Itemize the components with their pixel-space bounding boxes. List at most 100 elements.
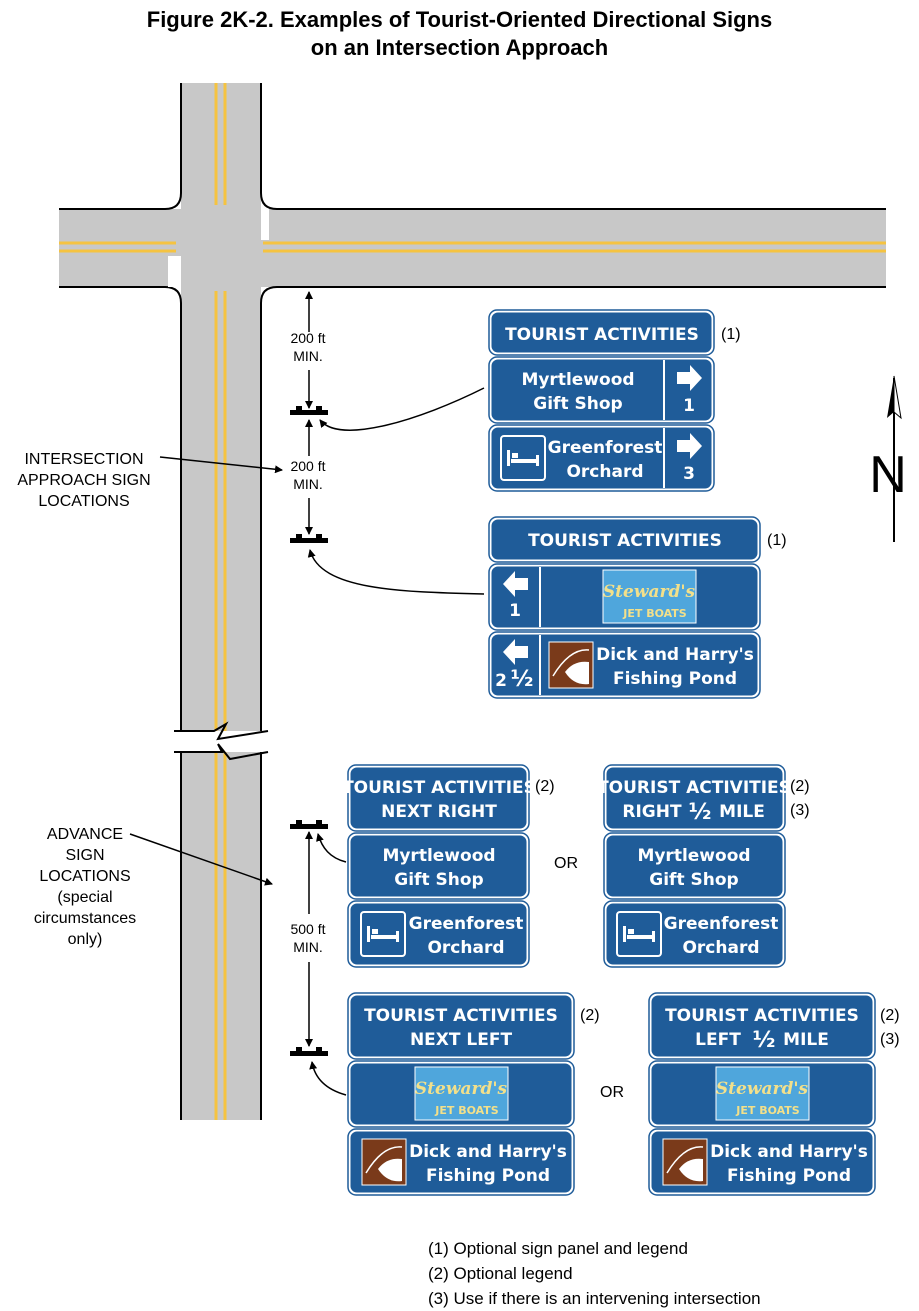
sign-a-header-text: TOURIST ACTIVITIES (505, 325, 699, 345)
sign-f-mile: MILE (783, 1030, 829, 1050)
sign-e-header-line1: TOURIST ACTIVITIES (364, 1006, 558, 1026)
sign-f-stewards: Steward's JET BOATS (648, 1060, 876, 1128)
sign-c-myrtlewood: Myrtlewood Gift Shop (347, 832, 530, 900)
myrtlewood-a-line2: Gift Shop (533, 394, 622, 414)
legend-item-3: (3) Use if there is an intervening inter… (428, 1289, 761, 1308)
fishing-e-line1: Dick and Harry's (409, 1142, 567, 1162)
sign-post-markers (290, 406, 328, 1056)
dim-200-upper-2: MIN. (293, 348, 323, 364)
sign-d-right: RIGHT (622, 802, 682, 822)
stewards-logo-sub: JET BOATS (434, 1104, 499, 1117)
fishing-b-line1: Dick and Harry's (596, 645, 754, 665)
sign-d-half: ½ (689, 800, 712, 825)
dist-a-1: 1 (683, 396, 695, 416)
sign-group-d: TOURIST ACTIVITIES RIGHT ½ MILE (2) (3) … (597, 764, 810, 968)
fishing-icon (548, 641, 594, 689)
legend-item-2: (2) Optional legend (428, 1264, 573, 1283)
bed-icon (616, 911, 662, 957)
advance-label-2: SIGN (65, 847, 104, 864)
left-arrow-icon (503, 639, 528, 665)
dist-a-3: 3 (683, 464, 695, 484)
sign-e-stewards: Steward's JET BOATS (347, 1060, 575, 1128)
sign-c-header-line1: TOURIST ACTIVITIES (342, 778, 536, 798)
stewards-logo-name: Steward's (415, 1079, 508, 1099)
myrtlewood-a-line1: Myrtlewood (521, 370, 634, 390)
vertical-road-upper (181, 83, 261, 731)
sign-b-stewards: 1 Steward's JET BOATS (488, 563, 761, 631)
sign-f-header-line1: TOURIST ACTIVITIES (665, 1006, 859, 1026)
sign-group-a: TOURIST ACTIVITIES (1) Myrtlewood Gift S… (488, 309, 741, 492)
dim-200-lower-1: 200 ft (290, 458, 325, 474)
right-arrow-icon (677, 365, 702, 391)
fishing-e-line2: Fishing Pond (426, 1166, 550, 1186)
stewards-logo-name: Steward's (716, 1079, 809, 1099)
advance-label-1: ADVANCE (47, 826, 123, 843)
stewards-logo: Steward's JET BOATS (715, 1066, 810, 1121)
myrtlewood-c-line1: Myrtlewood (382, 846, 495, 866)
sign-f-half: ½ (753, 1028, 776, 1053)
dim-200-lower-2: MIN. (293, 476, 323, 492)
dist-b-2-whole: 2 (495, 671, 507, 691)
fishing-icon (361, 1138, 407, 1186)
intersection-label-1: INTERSECTION (24, 451, 143, 468)
sign-b-header: TOURIST ACTIVITIES (488, 516, 761, 563)
note-2-c: (2) (535, 778, 555, 795)
sign-group-c: TOURIST ACTIVITIES NEXT RIGHT (2) Myrtle… (342, 764, 555, 968)
road-edges (59, 83, 886, 1120)
stewards-logo-sub: JET BOATS (735, 1104, 800, 1117)
note-3-f: (3) (880, 1031, 900, 1048)
fishing-icon (662, 1138, 708, 1186)
myrtlewood-d-line2: Gift Shop (649, 870, 738, 890)
title-line-2: on an Intersection Approach (310, 35, 609, 60)
sign-f-left: LEFT (695, 1030, 741, 1050)
greenforest-a-line2: Orchard (566, 462, 643, 482)
greenforest-c-line2: Orchard (427, 938, 504, 958)
stewards-logo-name: Steward's (603, 582, 696, 602)
greenforest-d-line2: Orchard (682, 938, 759, 958)
greenforest-d-line1: Greenforest (664, 914, 779, 934)
intersection-label: INTERSECTION APPROACH SIGN LOCATIONS (17, 451, 150, 510)
dim-200-upper-1: 200 ft (290, 330, 325, 346)
leader-lines (129, 387, 485, 1096)
sign-a-header: TOURIST ACTIVITIES (488, 309, 715, 356)
bed-icon (360, 911, 406, 957)
advance-label: ADVANCE SIGN LOCATIONS (special circumst… (34, 826, 136, 948)
post-marker-4 (290, 1047, 328, 1056)
dim-500-2: MIN. (293, 939, 323, 955)
vertical-road-lower (181, 752, 261, 1120)
fishing-f-line1: Dick and Harry's (710, 1142, 868, 1162)
intersection-label-3: LOCATIONS (38, 493, 129, 510)
or-label-lower: OR (600, 1084, 624, 1101)
sign-b-fishing: 2 ½ Dick and Harry's Fishing Pond (488, 631, 761, 699)
post-marker-1 (290, 406, 328, 415)
note-1-b: (1) (767, 532, 787, 549)
sign-c-header-line2: NEXT RIGHT (381, 802, 497, 822)
note-2-d: (2) (790, 778, 810, 795)
center-lines (59, 83, 886, 1120)
stewards-logo: Steward's JET BOATS (602, 569, 697, 624)
dist-b-1: 1 (509, 601, 521, 621)
sign-group-f: TOURIST ACTIVITIES LEFT ½ MILE (2) (3) S… (648, 992, 900, 1196)
north-arrow: N (869, 375, 907, 542)
dim-500-1: 500 ft (290, 921, 325, 937)
post-marker-2 (290, 534, 328, 543)
greenforest-c-line1: Greenforest (409, 914, 524, 934)
stewards-logo: Steward's JET BOATS (414, 1066, 509, 1121)
advance-label-4: (special (57, 889, 112, 906)
north-letter: N (869, 446, 907, 504)
sign-d-header-line1: TOURIST ACTIVITIES (597, 778, 791, 798)
bed-icon (500, 435, 546, 481)
sign-group-e: TOURIST ACTIVITIES NEXT LEFT (2) Steward… (347, 992, 600, 1196)
fishing-f-line2: Fishing Pond (727, 1166, 851, 1186)
sign-d-mile: MILE (719, 802, 765, 822)
sign-d-header: TOURIST ACTIVITIES RIGHT ½ MILE (597, 764, 791, 832)
sign-c-header: TOURIST ACTIVITIES NEXT RIGHT (342, 764, 536, 832)
sign-d-greenforest: Greenforest Orchard (603, 900, 786, 968)
figure-title: Figure 2K-2. Examples of Tourist-Oriente… (0, 6, 919, 62)
note-2-e: (2) (580, 1007, 600, 1024)
footnote-legend: (1) Optional sign panel and legend (2) O… (428, 1239, 761, 1308)
greenforest-a-line1: Greenforest (548, 438, 663, 458)
stewards-logo-sub: JET BOATS (622, 607, 687, 620)
post-marker-3 (290, 820, 328, 829)
